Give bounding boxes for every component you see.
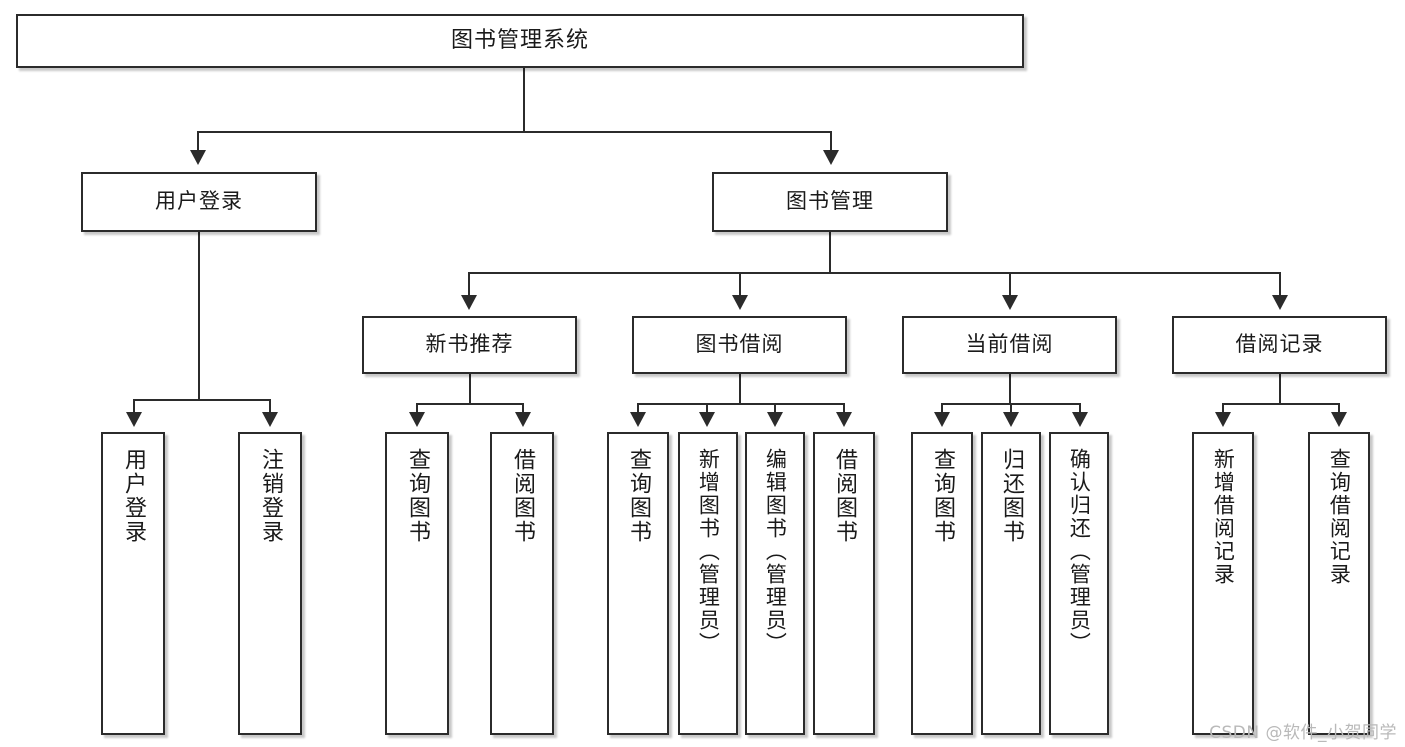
leaf-book-borrow-query-book[interactable]: 查询图书	[607, 432, 669, 735]
leaf-current-borrow-query-book[interactable]: 查询图书	[911, 432, 973, 735]
leaf-label: 编辑图书（管理员）	[763, 448, 788, 655]
connector-new-book-stem	[469, 374, 471, 404]
node-current-borrow[interactable]: 当前借阅	[902, 316, 1117, 374]
arrowhead-bm-to-borrow-record	[1272, 295, 1288, 310]
arrowhead-bb-to-leaf-4	[836, 412, 852, 427]
leaf-book-borrow-edit-book-admin[interactable]: 编辑图书（管理员）	[745, 432, 805, 735]
node-label: 图书管理	[786, 189, 874, 214]
connector-bb-to-leaf-2	[706, 403, 708, 417]
arrowhead-user-login-to-leaf-1	[126, 412, 142, 427]
node-label: 用户登录	[155, 189, 243, 214]
arrowhead-bb-to-leaf-3	[767, 412, 783, 427]
arrowhead-bm-to-new-book	[461, 295, 477, 310]
leaf-current-borrow-confirm-return-admin[interactable]: 确认归还（管理员）	[1049, 432, 1109, 735]
connector-root-to-book-management	[830, 131, 832, 155]
arrowhead-cb-to-leaf-3	[1072, 412, 1088, 427]
leaf-label: 注销登录	[257, 448, 283, 544]
leaf-label: 新增图书（管理员）	[696, 448, 721, 655]
leaf-new-book-query-book[interactable]: 查询图书	[385, 432, 449, 735]
leaf-book-borrow-add-book-admin[interactable]: 新增图书（管理员）	[678, 432, 738, 735]
leaf-label: 新增借阅记录	[1211, 448, 1236, 586]
connector-br-to-leaf-1	[1222, 403, 1224, 417]
leaf-label: 查询借阅记录	[1327, 448, 1352, 586]
arrowhead-cb-to-leaf-2	[1003, 412, 1019, 427]
leaf-borrow-record-query-record[interactable]: 查询借阅记录	[1308, 432, 1370, 735]
connector-bm-to-book-borrow	[739, 272, 741, 300]
node-label: 当前借阅	[965, 332, 1054, 357]
leaf-label: 借阅图书	[831, 448, 857, 544]
connector-root-stem	[523, 68, 525, 132]
leaf-user-login-logout[interactable]: 注销登录	[238, 432, 302, 735]
node-book-management[interactable]: 图书管理	[712, 172, 948, 232]
connector-cb-to-leaf-3	[1079, 403, 1081, 417]
arrowhead-bm-to-current-borrow	[1002, 295, 1018, 310]
connector-bm-to-borrow-record	[1279, 272, 1281, 300]
node-book-borrow[interactable]: 图书借阅	[632, 316, 847, 374]
connector-book-management-stem	[829, 232, 831, 273]
leaf-label: 查询图书	[929, 448, 955, 544]
leaf-current-borrow-return-book[interactable]: 归还图书	[981, 432, 1041, 735]
arrowhead-user-login-to-leaf-2	[262, 412, 278, 427]
connector-bb-to-leaf-4	[843, 403, 845, 417]
node-label: 图书借阅	[695, 332, 784, 357]
leaf-label: 归还图书	[998, 448, 1024, 544]
leaf-borrow-record-add-record[interactable]: 新增借阅记录	[1192, 432, 1254, 735]
leaf-label: 用户登录	[120, 448, 146, 544]
node-label: 新书推荐	[425, 332, 514, 357]
connector-root-bus	[197, 131, 832, 133]
connector-bb-to-leaf-3	[774, 403, 776, 417]
connector-current-borrow-stem	[1009, 374, 1011, 404]
arrowhead-br-to-leaf-1	[1215, 412, 1231, 427]
leaf-user-login-login[interactable]: 用户登录	[101, 432, 165, 735]
arrowhead-bb-to-leaf-1	[630, 412, 646, 427]
connector-cb-to-leaf-1	[941, 403, 943, 417]
connector-nb-to-leaf-2	[522, 403, 524, 417]
leaf-label: 查询图书	[625, 448, 651, 544]
arrowhead-nb-to-leaf-2	[515, 412, 531, 427]
arrowhead-cb-to-leaf-1	[934, 412, 950, 427]
connector-book-borrow-stem	[739, 374, 741, 404]
connector-bm-to-new-book	[468, 272, 470, 300]
node-borrow-record[interactable]: 借阅记录	[1172, 316, 1387, 374]
connector-bm-to-current-borrow	[1009, 272, 1011, 300]
arrowhead-root-to-user-login	[190, 150, 206, 165]
node-label: 借阅记录	[1235, 332, 1324, 357]
arrowhead-bb-to-leaf-2	[699, 412, 715, 427]
node-new-book-recommend[interactable]: 新书推荐	[362, 316, 577, 374]
arrowhead-nb-to-leaf-1	[409, 412, 425, 427]
arrowhead-br-to-leaf-2	[1331, 412, 1347, 427]
leaf-label: 查询图书	[404, 448, 430, 544]
arrowhead-root-to-book-management	[823, 150, 839, 165]
connector-borrow-record-bus	[1222, 403, 1339, 405]
connector-root-to-user-login	[197, 131, 199, 155]
arrowhead-bm-to-book-borrow	[732, 295, 748, 310]
connector-user-login-bus	[133, 399, 270, 401]
connector-nb-to-leaf-1	[416, 403, 418, 417]
connector-user-login-to-leaf-1	[133, 399, 135, 417]
connector-new-book-bus	[416, 403, 523, 405]
connector-user-login-stem	[198, 232, 200, 400]
leaf-label: 确认归还（管理员）	[1067, 448, 1092, 655]
csdn-watermark: CSDN @软件_小贺同学	[1209, 723, 1397, 743]
connector-cb-to-leaf-2	[1010, 403, 1012, 417]
connector-bb-to-leaf-1	[637, 403, 639, 417]
connector-book-management-bus	[468, 272, 1279, 274]
leaf-new-book-borrow-book[interactable]: 借阅图书	[490, 432, 554, 735]
connector-user-login-to-leaf-2	[269, 399, 271, 417]
connector-br-to-leaf-2	[1338, 403, 1340, 417]
node-user-login[interactable]: 用户登录	[81, 172, 317, 232]
leaf-book-borrow-borrow-book[interactable]: 借阅图书	[813, 432, 875, 735]
connector-book-borrow-bus	[637, 403, 844, 405]
leaf-label: 借阅图书	[509, 448, 535, 544]
node-label: 图书管理系统	[450, 27, 589, 53]
node-root-book-management-system[interactable]: 图书管理系统	[16, 14, 1024, 68]
connector-borrow-record-stem	[1279, 374, 1281, 404]
